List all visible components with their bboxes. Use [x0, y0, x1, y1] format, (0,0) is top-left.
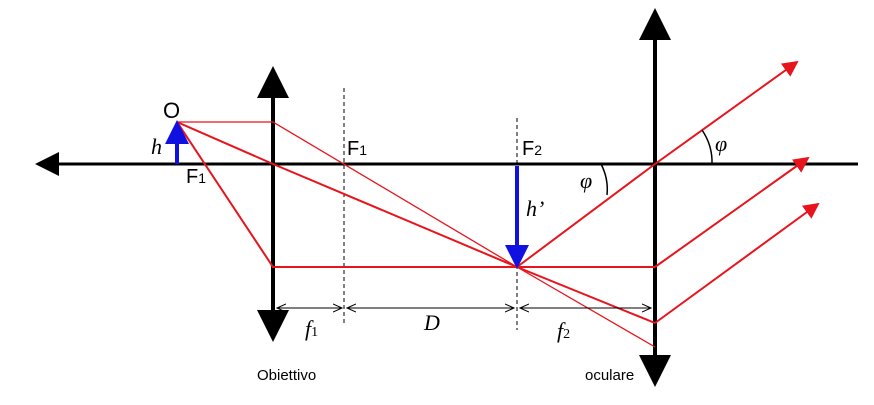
dim-f2-label: f2: [557, 318, 571, 343]
angle-arc-left: [600, 163, 609, 196]
dim-f1-label: f1: [305, 316, 319, 341]
objective-caption: Obiettivo: [257, 367, 317, 384]
h-label: h: [151, 134, 162, 159]
eyepiece-caption: oculare: [585, 367, 635, 384]
rays: [176, 60, 820, 348]
f2-label: F2: [522, 138, 543, 160]
h-prime-label: h’: [526, 196, 545, 221]
phi-right-label: φ: [715, 131, 728, 156]
f1-left-label: F1: [186, 166, 207, 188]
phi-left-label: φ: [580, 168, 593, 193]
dim-d-label: D: [424, 310, 440, 335]
f1-right-label: F1: [347, 138, 368, 160]
object-label: O: [163, 98, 181, 123]
angle-arc-right: [701, 129, 713, 165]
